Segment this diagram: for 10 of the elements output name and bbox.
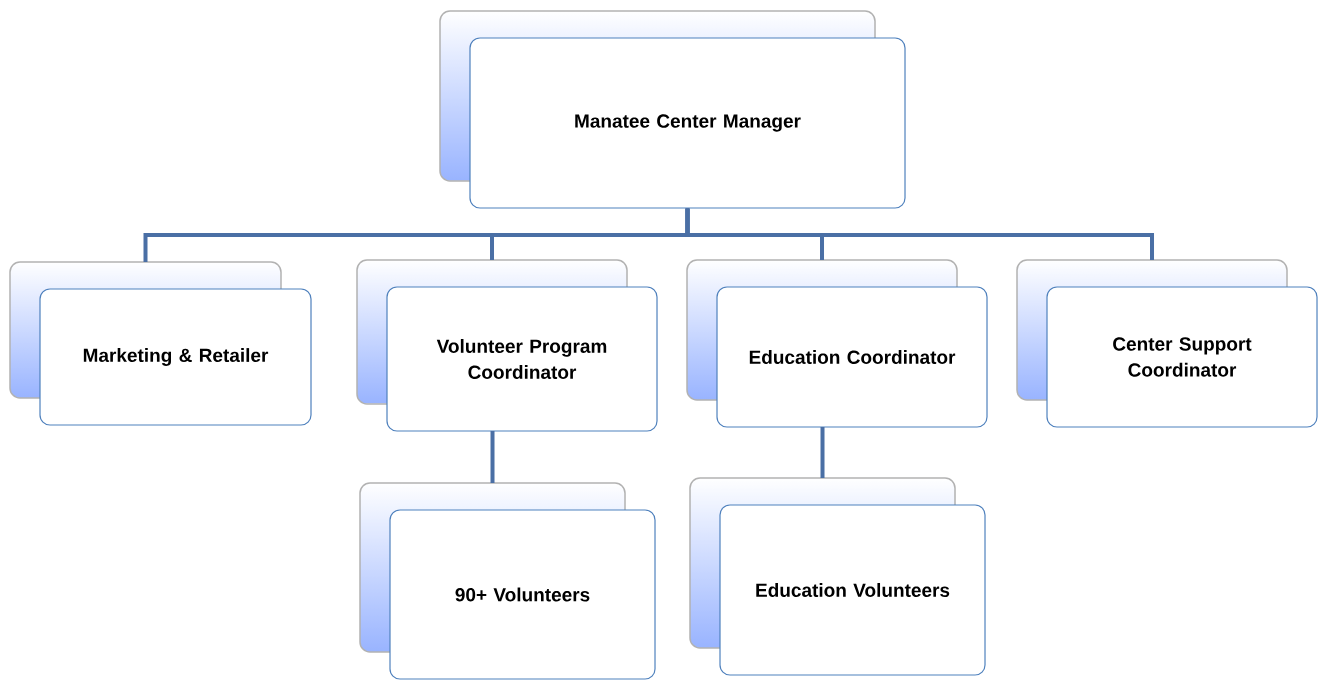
org-box: Education Volunteers bbox=[689, 477, 986, 676]
org-box: 90+ Volunteers bbox=[359, 482, 656, 680]
org-box: Volunteer Program Coordinator bbox=[356, 259, 658, 432]
connector-line bbox=[820, 427, 825, 478]
org-box: Center Support Coordinator bbox=[1016, 259, 1318, 428]
connector-line bbox=[685, 208, 1154, 260]
org-box: Education Coordinator bbox=[686, 259, 988, 428]
org-box: Manatee Center Manager bbox=[439, 10, 906, 209]
connector-line bbox=[490, 431, 495, 483]
org-box: Marketing & Retailer bbox=[9, 261, 312, 426]
